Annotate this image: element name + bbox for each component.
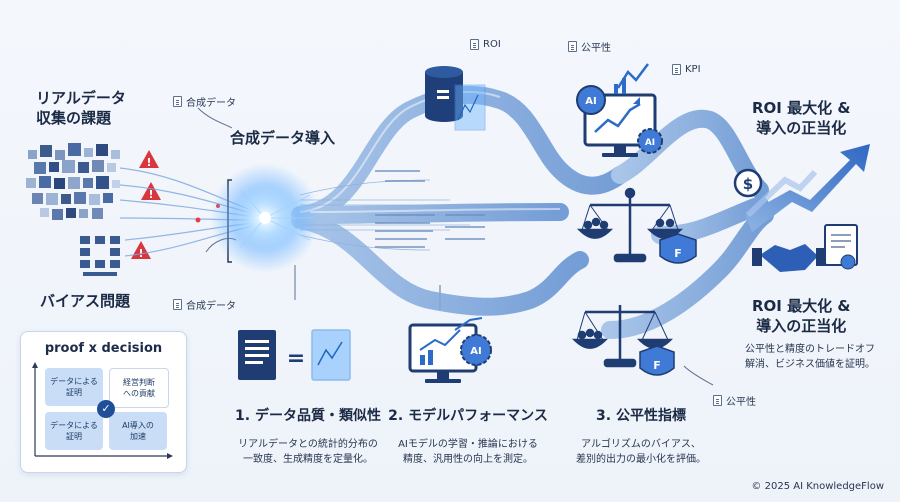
tag-kpi: KPI: [672, 64, 701, 75]
document-small-icon: [173, 299, 182, 310]
step-description: AIモデルの学習・推論における 精度、汎用性の向上を測定。: [398, 439, 538, 465]
growth-arrow-icon: [745, 144, 870, 232]
check-icon: ✓: [97, 400, 115, 418]
f-label: F: [674, 247, 682, 260]
copyright-footer: © 2025 AI KnowledgeFlow: [751, 481, 884, 492]
step-title: 1. データ品質・類似性: [235, 408, 381, 424]
ai-brain-icon: AI: [576, 85, 606, 115]
document-small-icon: [672, 64, 681, 75]
kpi-bars-icon: [614, 63, 649, 94]
matrix-title: proof x decision: [44, 341, 163, 356]
certificate-icon: [824, 224, 858, 270]
synthetic-data-block: [454, 84, 486, 131]
document-small-icon: [470, 39, 479, 50]
pixel-mosaic-icon: [26, 143, 120, 220]
bias-structure-icon: [80, 236, 120, 276]
fairness-shield-icon: F: [639, 345, 675, 376]
roi-heading-top: ROI 最大化 & 導入の正当化: [752, 99, 851, 137]
document-small-icon: [713, 395, 722, 406]
ai-label: AI: [585, 96, 596, 107]
f-label: F: [653, 359, 661, 372]
roi-heading-bottom: ROI 最大化 & 導入の正当化: [752, 297, 851, 335]
matrix-cell: AI導入の 加速: [109, 412, 167, 450]
matrix-cell: データによる 証明: [45, 368, 103, 406]
performance-monitor-icon: [408, 323, 478, 383]
svg-text:!: !: [146, 156, 151, 169]
warning-icon: !: [139, 150, 159, 169]
data-text-noise: [375, 170, 485, 248]
ai-brain-icon: AI: [460, 334, 492, 366]
document-small-icon: [173, 96, 182, 107]
tag-synthetic-data: 合成データ: [173, 94, 236, 109]
node-dot: [195, 217, 201, 223]
document-icon: [238, 330, 276, 380]
bias-problem-heading: バイアス問題: [40, 292, 131, 310]
pointer-arrow: [197, 107, 233, 129]
matrix-cell: データによる 証明: [45, 412, 103, 450]
flow-pipes: [291, 85, 774, 339]
real-data-challenge-heading: リアルデータ 収集の課題: [36, 89, 126, 127]
step-3: 3. 公平性指標 アルゴリズムのバイアス、 差別的出力の最小化を評価。: [556, 405, 726, 467]
step-description: リアルデータとの統計的分布の 一致度、生成精度を定量化。: [238, 439, 378, 465]
tag-fairness: 公平性: [713, 393, 756, 408]
warning-icon: !: [131, 241, 151, 260]
step-1: 1. データ品質・類似性 リアルデータとの統計的分布の 一致度、生成精度を定量化…: [218, 405, 398, 467]
svg-text:!: !: [148, 188, 153, 201]
dollar-sign: $: [743, 175, 753, 193]
matrix-axes: [32, 362, 173, 459]
step-title: 2. モデルパフォーマンス: [388, 408, 548, 424]
tag-fairness: 公平性: [568, 39, 611, 54]
ai-label: AI: [645, 138, 655, 148]
step-2: 2. モデルパフォーマンス AIモデルの学習・推論における 精度、汎用性の向上を…: [378, 405, 558, 467]
equals-sign: =: [287, 346, 305, 371]
proof-decision-matrix: proof x decision データによる 証明 経営判断 への貢献 データ…: [20, 331, 187, 473]
roi-description: 公平性と精度のトレードオフ 解消、ビジネス価値を証明。: [745, 344, 875, 370]
balance-scale-icon: [571, 305, 674, 368]
ai-label: AI: [470, 346, 481, 357]
synthetic-document-icon: [311, 329, 351, 381]
step-description: アルゴリズムのバイアス、 差別的出力の最小化を評価。: [576, 439, 706, 465]
matrix-cell: 経営判断 への貢献: [109, 368, 169, 408]
synthetic-intro-heading: 合成データ導入: [230, 129, 336, 147]
dollar-icon: $: [733, 168, 763, 198]
handshake-icon: [752, 244, 826, 272]
document-small-icon: [568, 41, 577, 52]
step-title: 3. 公平性指標: [596, 408, 686, 424]
tag-roi: ROI: [470, 39, 501, 50]
tag-synthetic-data: 合成データ: [173, 297, 236, 312]
gear-icon: AI: [637, 128, 663, 154]
pointer-arrow: [683, 365, 714, 386]
warning-icon: !: [141, 182, 161, 201]
database-icon: [425, 66, 463, 122]
fairness-shield-icon: F: [659, 233, 697, 264]
